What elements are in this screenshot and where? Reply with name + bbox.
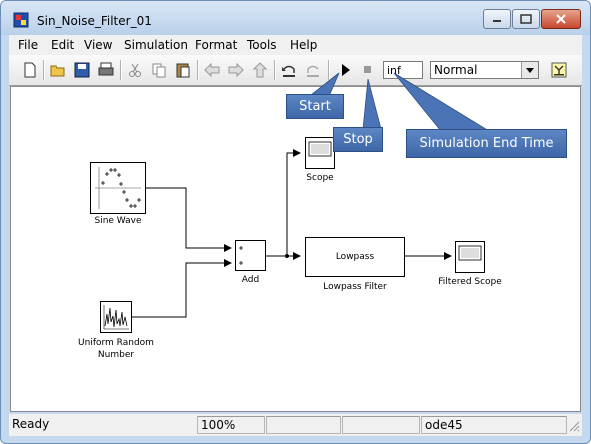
- zoom-level: 100%: [197, 416, 265, 434]
- menu-format[interactable]: Format: [195, 38, 238, 52]
- new-file-icon: [24, 62, 36, 78]
- title-bar: Sin_Noise_Filter_01: [1, 1, 590, 35]
- redo-button[interactable]: [304, 61, 322, 79]
- start-simulation-button[interactable]: [336, 61, 354, 79]
- add-label: Add: [241, 275, 260, 285]
- menu-help[interactable]: Help: [290, 38, 318, 52]
- uniform-label-line-1: Uniform Random: [78, 338, 154, 348]
- uniform-label-line-2: Number: [97, 350, 135, 360]
- paste-button[interactable]: [174, 61, 192, 79]
- close-button[interactable]: [541, 9, 581, 29]
- dropdown-arrow-button[interactable]: [521, 62, 538, 78]
- chevron-down-icon: [526, 68, 534, 73]
- simulation-end-time-input[interactable]: [383, 61, 423, 79]
- status-bar: Ready 100% ode45: [9, 414, 582, 436]
- toolbar-separator: [274, 60, 276, 80]
- filtered-scope-label: Filtered Scope: [438, 277, 502, 287]
- simulation-end-time-callout: Simulation End Time: [406, 129, 567, 158]
- status-panel-empty: [266, 416, 341, 434]
- paste-icon: [176, 63, 190, 78]
- filtered-scope-block[interactable]: [455, 241, 485, 273]
- uniform-random-number-label: Uniform Random Number: [66, 337, 166, 361]
- lowpass-filter-label: Lowpass Filter: [323, 282, 387, 292]
- sine-wave-icon: [95, 167, 141, 209]
- menu-bar: File Edit View Simulation Format Tools H…: [9, 35, 582, 55]
- simulation-mode-select[interactable]: Normal: [430, 61, 539, 79]
- solver-name: ode45: [421, 416, 567, 434]
- library-browser-icon: [551, 62, 567, 78]
- resize-grip-icon[interactable]: [568, 420, 580, 434]
- print-icon: [98, 62, 114, 76]
- random-noise-icon: [103, 305, 129, 330]
- save-button[interactable]: [73, 61, 91, 79]
- signal-lines: [132, 149, 452, 318]
- stop-callout: Stop: [333, 127, 383, 152]
- menu-file[interactable]: File: [18, 38, 39, 52]
- minimize-icon: [493, 20, 501, 22]
- toolbar-separator: [197, 60, 199, 80]
- menu-view[interactable]: View: [84, 38, 113, 52]
- toolbar-separator: [120, 60, 122, 80]
- maximize-button[interactable]: [512, 9, 540, 29]
- undo-icon: [282, 65, 295, 77]
- menu-tools[interactable]: Tools: [247, 38, 277, 52]
- lowpass-inner-label: Lowpass: [335, 252, 375, 262]
- stop-icon: [364, 66, 371, 73]
- plus-signs-icon: [239, 246, 243, 265]
- undo-button[interactable]: [280, 61, 298, 79]
- lowpass-filter-block[interactable]: Lowpass: [305, 237, 405, 277]
- play-icon: [342, 64, 350, 76]
- simulation-mode-value: Normal: [434, 63, 478, 77]
- copy-button[interactable]: [150, 61, 168, 79]
- add-block[interactable]: [235, 240, 266, 271]
- new-button[interactable]: [21, 61, 39, 79]
- arrow-right-icon: [228, 62, 244, 78]
- toolbar-separator: [328, 60, 330, 80]
- cut-button[interactable]: [126, 61, 144, 79]
- close-icon: [556, 14, 566, 24]
- uniform-random-number-block[interactable]: [100, 301, 132, 333]
- scope-icon: [308, 141, 332, 157]
- forward-button[interactable]: [227, 61, 245, 79]
- window-title: Sin_Noise_Filter_01: [37, 14, 152, 28]
- status-text: Ready: [12, 417, 50, 431]
- copy-icon: [152, 63, 166, 78]
- stop-simulation-button[interactable]: [359, 61, 377, 79]
- sine-wave-label: Sine Wave: [94, 216, 142, 226]
- toolbar: Normal: [9, 55, 582, 86]
- minimize-button[interactable]: [483, 9, 511, 29]
- start-callout: Start: [286, 94, 344, 119]
- open-folder-icon: [50, 65, 65, 77]
- status-panel-empty: [342, 416, 420, 434]
- open-button[interactable]: [49, 61, 67, 79]
- arrow-up-icon: [252, 62, 268, 78]
- maximize-icon: [520, 14, 532, 24]
- print-button[interactable]: [97, 61, 115, 79]
- up-button[interactable]: [251, 61, 269, 79]
- menu-simulation[interactable]: Simulation: [124, 38, 188, 52]
- menu-edit[interactable]: Edit: [51, 38, 75, 52]
- scissors-icon: [129, 63, 141, 77]
- arrow-left-icon: [204, 62, 220, 78]
- sine-wave-block[interactable]: [90, 162, 146, 214]
- redo-icon: [307, 65, 319, 77]
- simulink-app-icon: [13, 12, 29, 28]
- back-button[interactable]: [203, 61, 221, 79]
- library-browser-button[interactable]: [550, 61, 568, 79]
- save-icon: [74, 62, 90, 78]
- scope-icon: [458, 245, 482, 261]
- scope-label: Scope: [306, 173, 334, 183]
- toolbar-separator: [43, 60, 45, 80]
- scope-block[interactable]: [305, 137, 335, 169]
